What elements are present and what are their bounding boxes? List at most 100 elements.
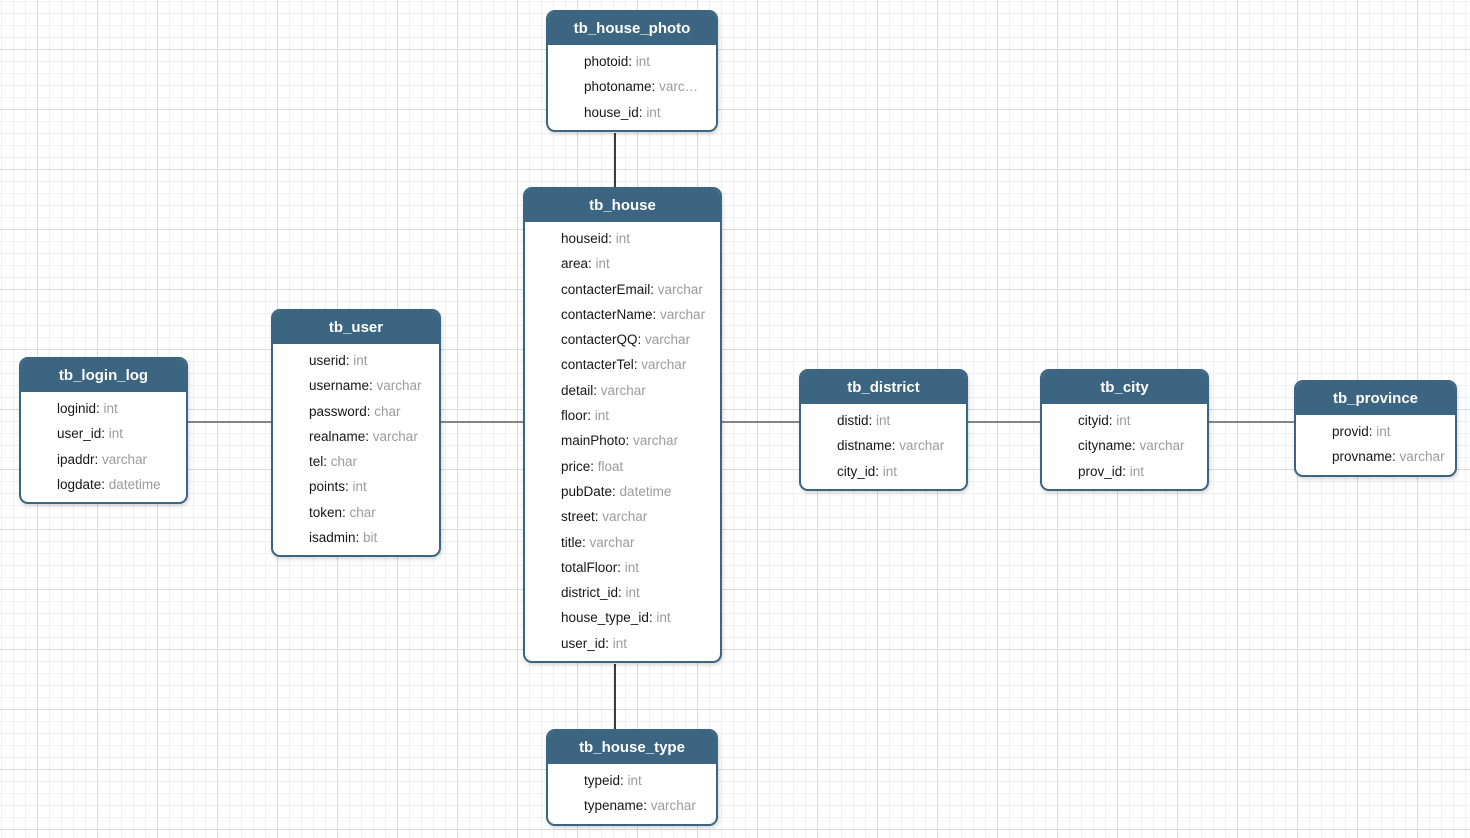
field-name: contacterQQ: [561,332,646,348]
field-name: price: [561,458,598,474]
field-name: username: [309,378,377,394]
relation-line-district-city [966,421,1042,423]
field-row[interactable]: area: int [525,251,720,276]
field-name: user_id: [57,426,109,442]
relation-line-housephoto-house [614,133,616,189]
field-row[interactable]: prov_id: int [1042,459,1207,484]
field-type: int [656,610,671,626]
field-row[interactable]: contacterTel: varchar [525,352,720,377]
field-row[interactable]: mainPhoto: varchar [525,428,720,453]
field-row[interactable]: house_type_id: int [525,605,720,630]
field-name: house_id: [584,104,647,120]
field-row[interactable]: totalFloor: int [525,555,720,580]
field-type: varchar [899,438,945,454]
field-name: logdate: [57,476,109,492]
table-title-tb_user[interactable]: tb_user [273,311,439,344]
field-row[interactable]: typename: varchar [548,793,716,818]
field-type: int [1376,424,1391,439]
field-row[interactable]: photoname: varc… [548,74,716,99]
field-name: tel: [309,454,331,470]
field-name: city_id: [837,463,883,479]
field-row[interactable]: provid: int [1296,419,1455,444]
field-row[interactable]: password: char [273,399,439,424]
field-name: cityid: [1078,413,1117,428]
field-row[interactable]: photoid: int [548,49,716,74]
field-row[interactable]: cityid: int [1042,408,1207,433]
field-row[interactable]: distname: varchar [801,433,966,458]
field-row[interactable]: userid: int [273,348,439,373]
field-row[interactable]: logdate: datetime [21,472,186,497]
table-title-tb_house_photo[interactable]: tb_house_photo [548,12,716,45]
field-type: int [876,413,891,428]
table-title-tb_province[interactable]: tb_province [1296,382,1455,415]
field-type: varchar [645,332,691,348]
field-name: points: [309,479,353,495]
field-name: realname: [309,428,373,444]
relation-line-house-housetype [614,664,616,731]
field-type: int [625,585,640,601]
field-type: int [103,401,118,416]
field-type: int [595,256,610,272]
field-name: prov_id: [1078,463,1130,479]
field-type: varchar [376,378,422,394]
relation-line-user-house [439,421,525,423]
field-name: contacterEmail: [561,281,658,297]
field-type: varchar [633,433,679,449]
field-row[interactable]: loginid: int [21,396,186,421]
field-row[interactable]: ipaddr: varchar [21,447,186,472]
field-row[interactable]: isadmin: bit [273,525,439,550]
field-row[interactable]: typeid: int [548,768,716,793]
field-row[interactable]: distid: int [801,408,966,433]
field-row[interactable]: points: int [273,474,439,499]
field-type: int [1129,463,1145,479]
field-row[interactable]: user_id: int [21,421,186,446]
field-row[interactable]: cityname: varchar [1042,433,1207,458]
field-row[interactable]: username: varchar [273,373,439,398]
field-name: title: [561,534,590,550]
field-name: distid: [837,413,877,428]
field-row[interactable]: contacterEmail: varchar [525,277,720,302]
field-row[interactable]: provname: varchar [1296,444,1455,469]
field-row[interactable]: title: varchar [525,530,720,555]
field-row[interactable]: tel: char [273,449,439,474]
field-type: int [1116,413,1131,428]
field-row[interactable]: contacterName: varchar [525,302,720,327]
field-row[interactable]: detail: varchar [525,378,720,403]
table-title-tb_login_log[interactable]: tb_login_log [21,359,186,392]
field-row[interactable]: floor: int [525,403,720,428]
field-name: floor: [561,408,595,424]
field-row[interactable]: houseid: int [525,226,720,251]
field-row[interactable]: price: float [525,454,720,479]
field-row[interactable]: token: char [273,500,439,525]
table-title-tb_house_type[interactable]: tb_house_type [548,731,716,764]
field-row[interactable]: user_id: int [525,631,720,656]
relation-line-loginlog-user [186,421,273,423]
table-title-tb_city[interactable]: tb_city [1042,371,1207,404]
field-name: street: [561,509,603,525]
field-type: varchar [650,798,696,814]
field-type: varchar [1399,449,1445,465]
field-row[interactable]: realname: varchar [273,424,439,449]
table-title-tb_district[interactable]: tb_district [801,371,966,404]
field-type: int [615,231,631,246]
field-row[interactable]: pubDate: datetime [525,479,720,504]
field-row[interactable]: street: varchar [525,504,720,529]
field-name: password: [309,403,375,419]
table-title-tb_house[interactable]: tb_house [525,189,720,222]
field-type: float [597,458,624,474]
field-type: int [624,559,640,575]
field-row[interactable]: house_id: int [548,100,716,125]
field-row[interactable]: contacterQQ: varchar [525,327,720,352]
field-row[interactable]: city_id: int [801,459,966,484]
field-row[interactable]: district_id: int [525,580,720,605]
